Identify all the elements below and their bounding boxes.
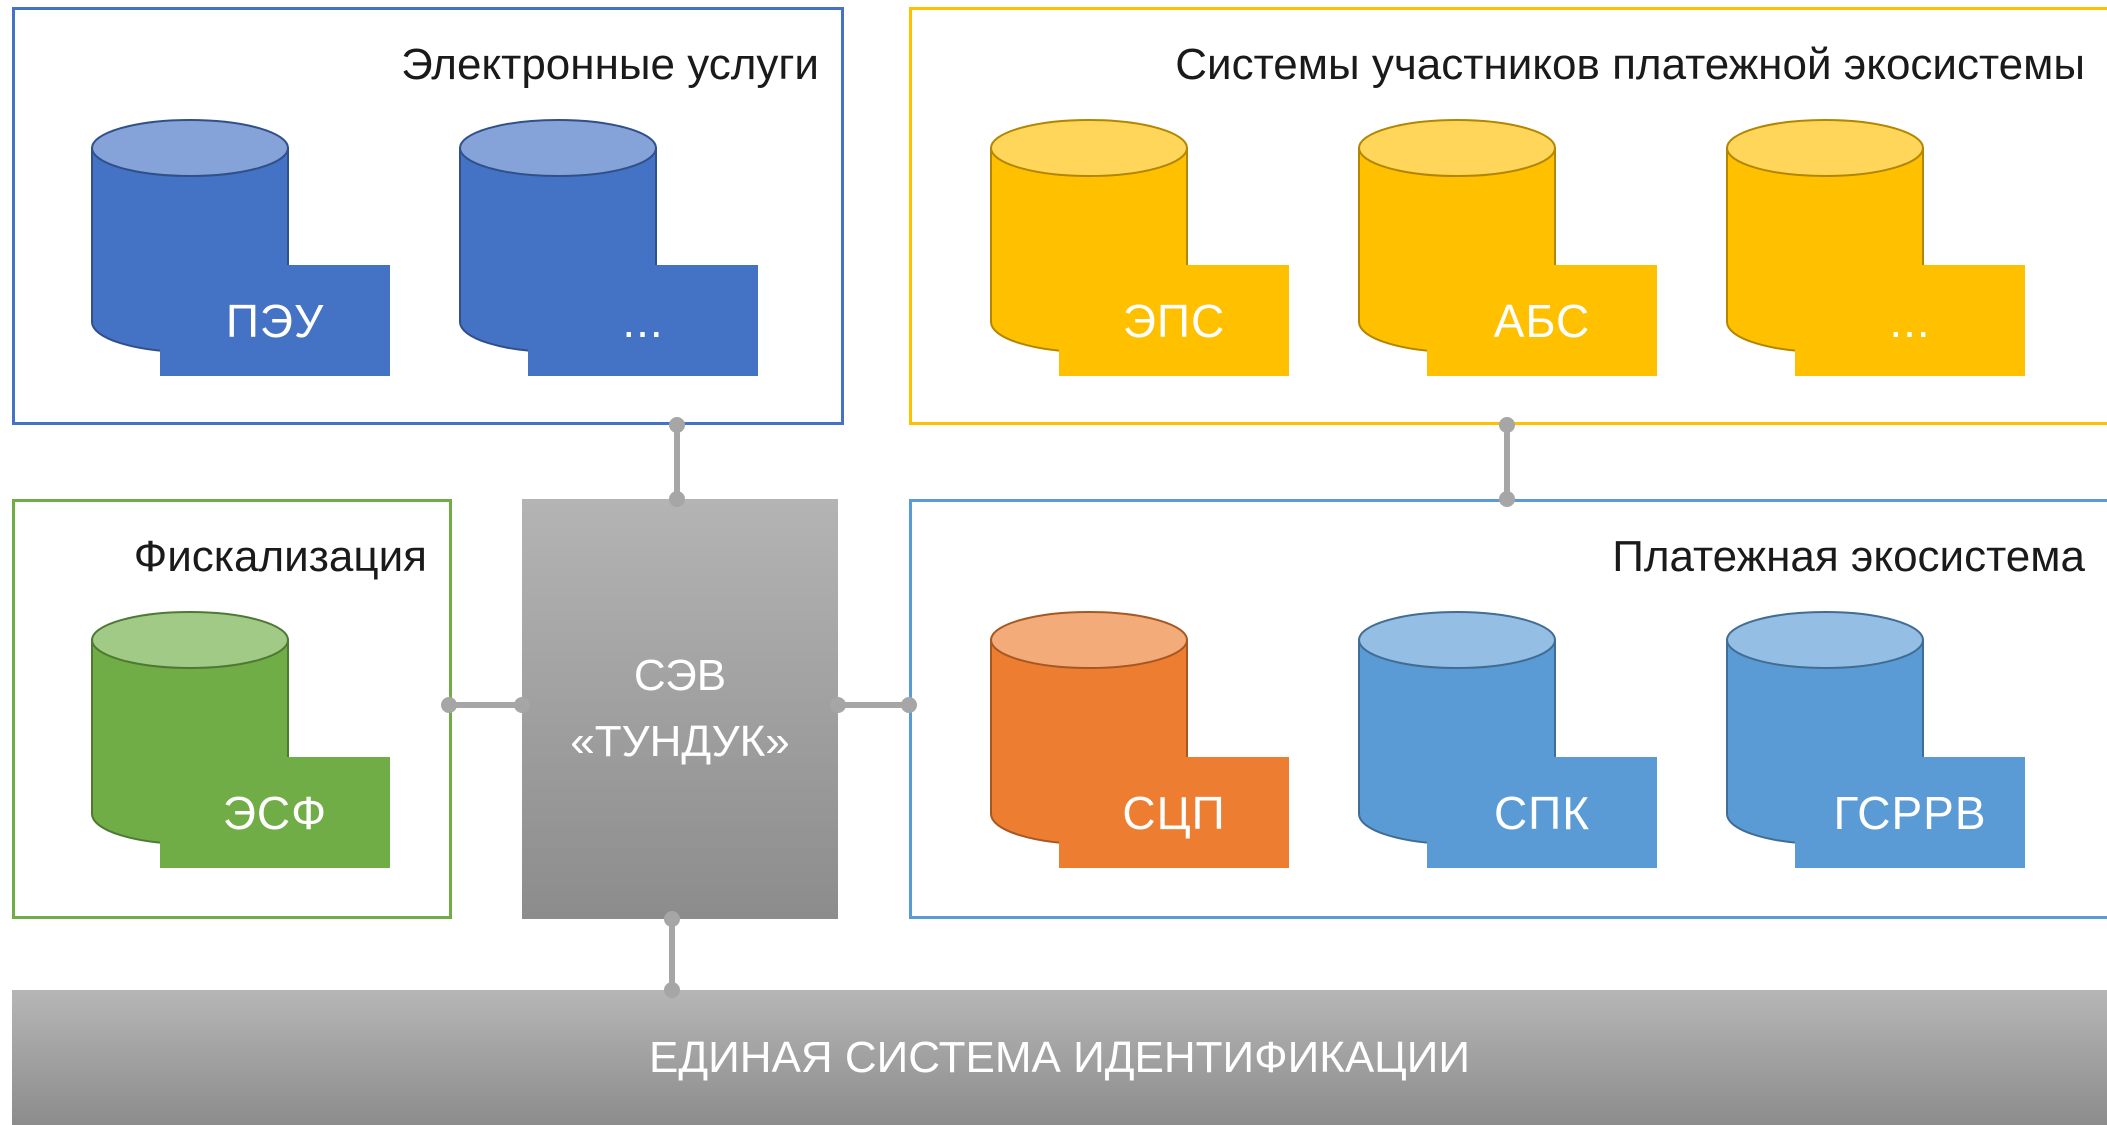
connector-dot <box>441 697 457 713</box>
database-eservices-more: ... <box>458 118 758 398</box>
group-eservices: Электронные услуги ПЭУ ... <box>12 7 844 425</box>
connector-dot <box>664 911 680 927</box>
group-eservices-title: Электронные услуги <box>401 40 819 89</box>
database-abs: АБС <box>1357 118 1657 398</box>
group-participants: Системы участников платежной экосистемы … <box>909 7 2107 425</box>
connector-dot <box>1499 491 1515 507</box>
connector-dot <box>669 491 685 507</box>
database-label: ГСРРВ <box>1795 757 2025 868</box>
database-label: ЭСФ <box>160 757 390 868</box>
database-gsrrv: ГСРРВ <box>1725 610 2025 890</box>
connector-dot <box>1499 417 1515 433</box>
hub-title-line1: СЭВ <box>633 651 727 700</box>
identification-system-bar: ЕДИНАЯ СИСТЕМА ИДЕНТИФИКАЦИИ <box>12 990 2107 1125</box>
connector-dot <box>669 417 685 433</box>
database-label: ПЭУ <box>160 265 390 376</box>
database-label: ЭПС <box>1059 265 1289 376</box>
database-label: СПК <box>1427 757 1657 868</box>
database-esf: ЭСФ <box>90 610 390 890</box>
group-payment-title: Платежная экосистема <box>1612 532 2085 581</box>
hub-tunduk: СЭВ «ТУНДУК» <box>522 499 838 919</box>
database-peu: ПЭУ <box>90 118 390 398</box>
database-participants-more: ... <box>1725 118 2025 398</box>
connector-dot <box>830 697 846 713</box>
database-label: ... <box>528 265 758 376</box>
database-scp: СЦП <box>989 610 1289 890</box>
group-fiscal: Фискализация ЭСФ <box>12 499 452 919</box>
connector-dot <box>514 697 530 713</box>
database-label: АБС <box>1427 265 1657 376</box>
database-eps: ЭПС <box>989 118 1289 398</box>
connector-dot <box>664 982 680 998</box>
database-label: ... <box>1795 265 2025 376</box>
database-spk: СПК <box>1357 610 1657 890</box>
group-fiscal-title: Фискализация <box>133 532 427 581</box>
connector-dot <box>901 697 917 713</box>
database-label: СЦП <box>1059 757 1289 868</box>
identification-system-label: ЕДИНАЯ СИСТЕМА ИДЕНТИФИКАЦИИ <box>649 1032 1470 1082</box>
group-participants-title: Системы участников платежной экосистемы <box>1175 40 2085 89</box>
hub-title-line2: «ТУНДУК» <box>570 717 790 766</box>
